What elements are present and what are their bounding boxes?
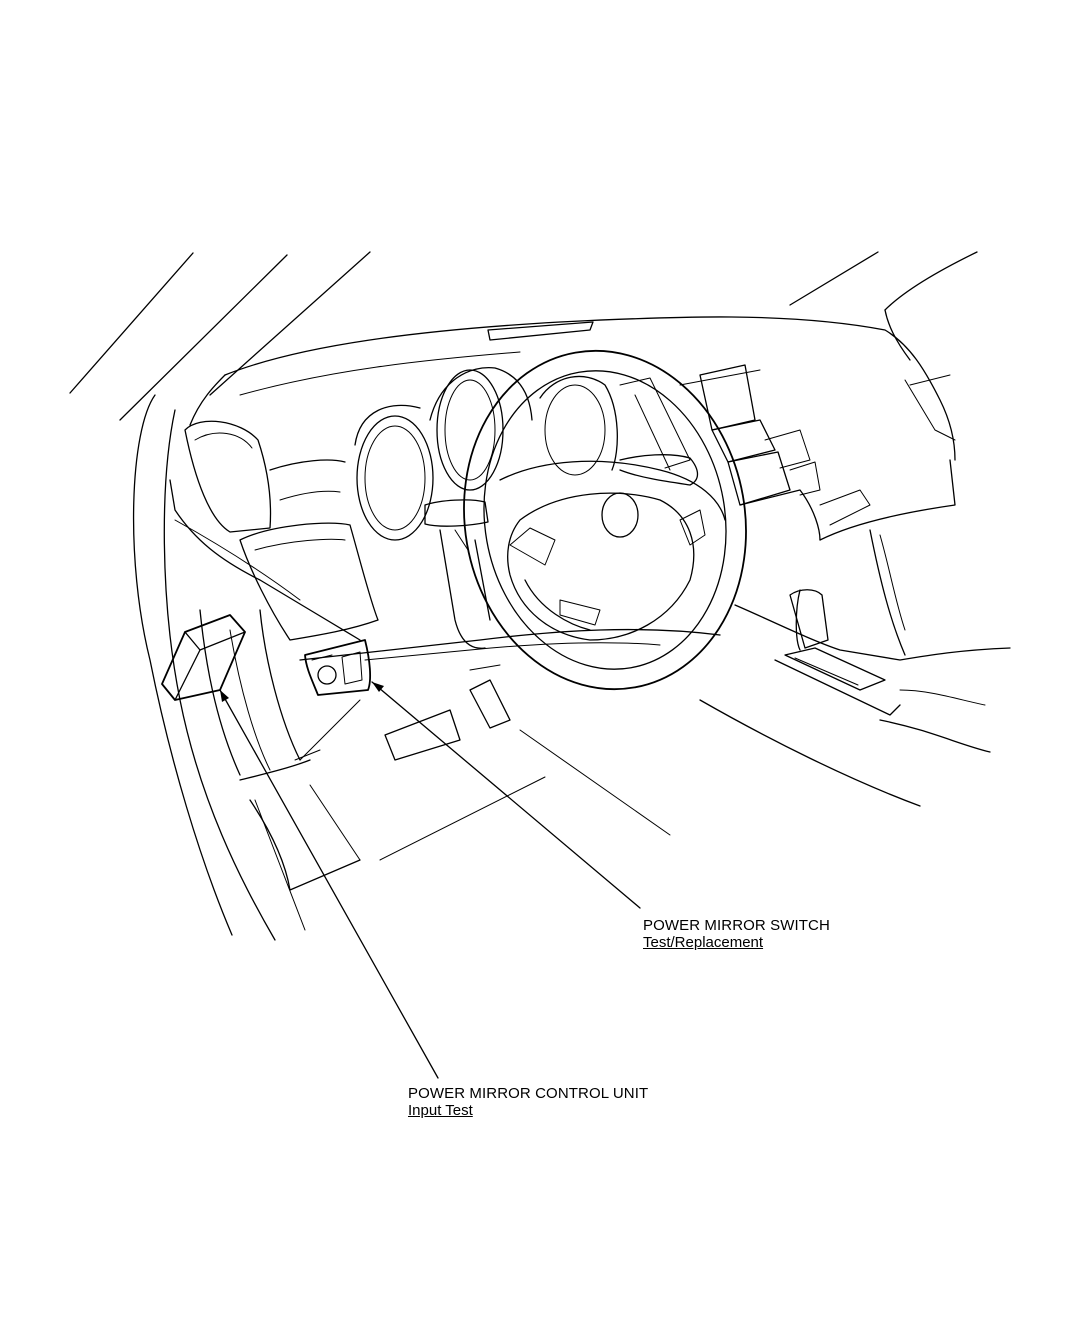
leader-switch: [371, 681, 641, 909]
windshield-edge: [789, 251, 978, 361]
lower-dash: [199, 609, 721, 781]
callout-power-mirror-switch: POWER MIRROR SWITCH Test/Replacement: [643, 917, 830, 951]
center-console: [699, 589, 1011, 807]
label-power-mirror-control-unit: POWER MIRROR CONTROL UNIT: [408, 1085, 649, 1102]
link-switch-test-replacement[interactable]: Test/Replacement: [643, 934, 764, 951]
pedals: [249, 664, 671, 931]
power-mirror-control-unit[interactable]: [161, 614, 246, 701]
power-mirror-switch[interactable]: [304, 639, 372, 696]
label-power-mirror-switch: POWER MIRROR SWITCH: [643, 917, 830, 934]
instrument-cluster: [354, 366, 618, 541]
center-stack: [619, 364, 821, 541]
a-pillar: [69, 251, 371, 941]
right-dash-panel: [819, 459, 956, 656]
dashboard-top: [189, 316, 956, 461]
link-control-unit-input-test[interactable]: Input Test: [408, 1102, 473, 1119]
leader-control-unit: [219, 689, 439, 1079]
left-dash-panel: [169, 459, 379, 641]
left-air-vent: [184, 420, 272, 533]
steering-column: [424, 499, 491, 649]
steering-wheel: [463, 349, 747, 691]
callout-power-mirror-control-unit: POWER MIRROR CONTROL UNIT Input Test: [408, 1085, 648, 1119]
